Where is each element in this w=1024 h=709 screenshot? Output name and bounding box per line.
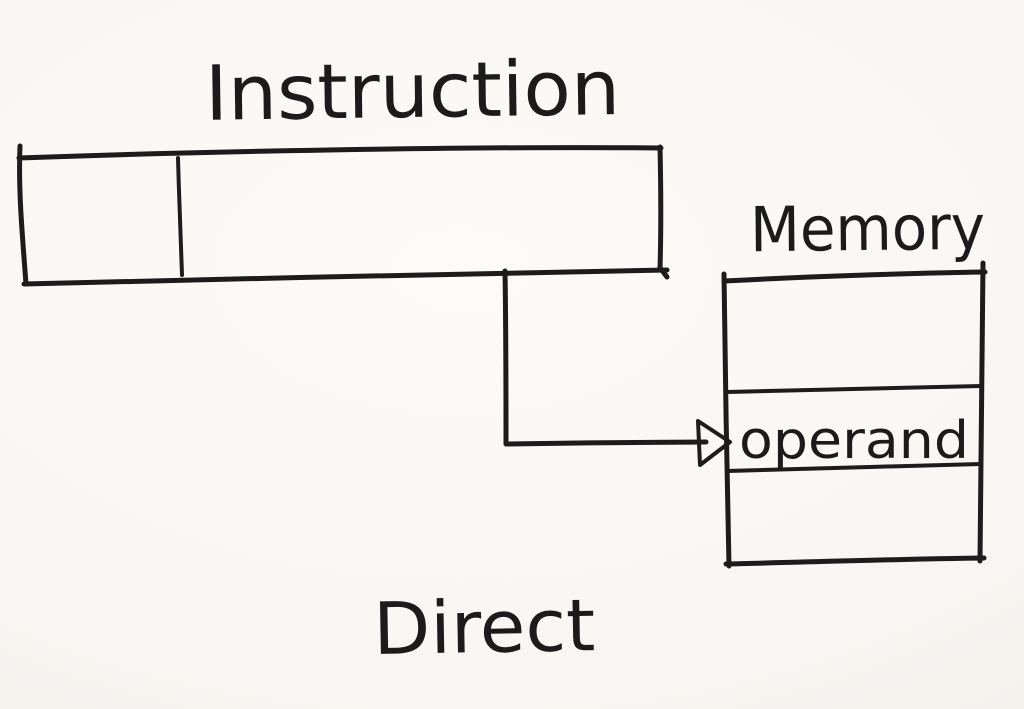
diagram-title: Instruction [204, 43, 620, 138]
diagram-caption: Direct [372, 583, 595, 671]
memory-row-divider-bottom [725, 462, 983, 473]
memory-box: operand [721, 260, 988, 569]
memory-box-left-edge [721, 271, 732, 569]
instruction-box-bottom-end-tick [658, 266, 670, 280]
instruction-box [16, 143, 670, 287]
instruction-box-right-edge [657, 144, 664, 272]
instruction-box-bottom-edge [21, 267, 670, 287]
memory-row-divider-top [725, 384, 983, 394]
memory-box-top-edge [721, 269, 988, 284]
arrow-head [696, 419, 732, 467]
instruction-box-top-edge [16, 145, 664, 161]
memory-box-bottom-edge [723, 555, 987, 567]
arrow-line [502, 268, 709, 447]
operand-label: operand [739, 411, 969, 471]
memory-box-right-edge [977, 260, 986, 564]
memory-label: Memory [750, 191, 986, 266]
address-to-operand-arrow [502, 268, 732, 467]
instruction-field-divider [176, 156, 184, 277]
instruction-box-left-edge [17, 143, 29, 287]
